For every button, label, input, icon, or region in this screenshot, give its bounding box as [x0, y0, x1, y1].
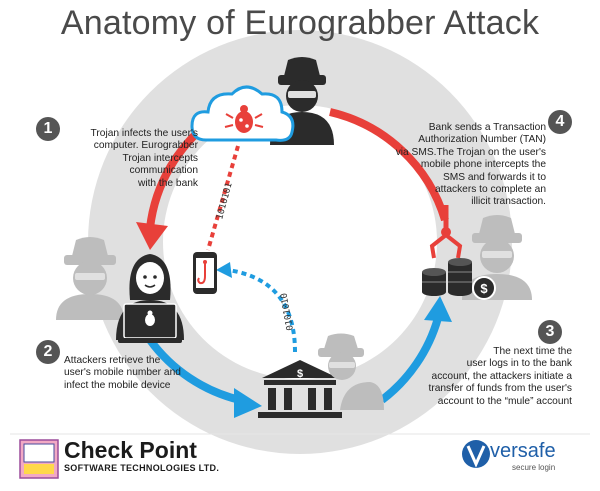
- laptop-icon: [118, 303, 182, 343]
- step-1-line: computer. Eurograbber: [93, 140, 198, 152]
- step-3-line: account to the “mule” account: [437, 395, 572, 407]
- versafe-tagline: secure login: [512, 463, 556, 472]
- step-2-line: user's mobile number and: [64, 367, 181, 379]
- checkpoint-name: Check Point: [64, 437, 197, 463]
- arrow-head-blue-bottom: [234, 388, 262, 418]
- step-4-line: illicit transaction.: [471, 196, 546, 208]
- bug-icon: [224, 105, 264, 133]
- money-stack-icon: [422, 258, 472, 296]
- hook-icon: [197, 260, 207, 285]
- robotic-claw-icon: [429, 205, 463, 259]
- step-3-number: 3: [538, 320, 562, 344]
- arrow-user-to-bank: [146, 337, 241, 404]
- versafe-logo-icon: [462, 440, 490, 468]
- checkpoint-logo-icon: [19, 439, 59, 479]
- arrow-intercept-tan: [329, 108, 449, 222]
- dotted-red-line: [206, 145, 240, 251]
- step-4-line: via SMS.The Trojan on the user's: [395, 146, 546, 158]
- step-2-line: Attackers retrieve the: [64, 355, 161, 366]
- step-4-line: Bank sends a Transaction: [428, 122, 546, 133]
- step-3-line: account, the attackers initiate a: [431, 370, 572, 382]
- arrow-head-blue-right: [424, 296, 452, 322]
- step-3-text: The next time the user logs in to the ba…: [400, 346, 572, 408]
- step-4-text: Bank sends a Transaction Authorization N…: [390, 122, 546, 209]
- step-2-line: infect the mobile device: [64, 379, 171, 391]
- gray-hacker-bank-icon: [318, 333, 384, 410]
- step-4-line: Authorization Number (TAN): [418, 134, 546, 146]
- step-1-text: Trojan infects the user's computer. Euro…: [60, 128, 198, 190]
- step-1-line: Trojan infects the user's: [90, 128, 198, 139]
- step-2-text: Attackers retrieve the user's mobile num…: [64, 355, 181, 392]
- step-1-line: with the bank: [137, 177, 198, 189]
- step-4-number: 4: [548, 110, 572, 134]
- step-4-line: mobile phone intercepts the: [420, 159, 546, 171]
- step-4-line: SMS and forwards it to: [442, 171, 546, 183]
- arrow-head-red-left: [136, 222, 168, 250]
- arrow-bank-to-mule: [379, 316, 442, 404]
- step-3-line: transfer of funds from the user's: [428, 383, 572, 395]
- gray-hacker-left-icon: [56, 237, 124, 320]
- bank-icon: $: [258, 360, 342, 418]
- svg-text:$: $: [480, 281, 488, 296]
- dotted-blue-line: [227, 268, 297, 353]
- step-1-line: communication: [129, 165, 198, 177]
- svg-text:$: $: [297, 368, 303, 380]
- step-2-number: 2: [36, 340, 60, 364]
- step-3-line: user logs in to the bank: [466, 358, 572, 370]
- step-1-line: Trojan intercepts: [122, 152, 199, 164]
- step-3-line: The next time the: [493, 346, 572, 357]
- step-1-number: 1: [36, 117, 60, 141]
- checkpoint-subtitle: SOFTWARE TECHNOLOGIES LTD.: [64, 463, 220, 473]
- dollar-coin-icon: $: [472, 276, 496, 300]
- versafe-name: versafe: [490, 440, 556, 462]
- page-title: Anatomy of Eurograbber Attack: [60, 4, 540, 42]
- arrow-head-dotted-blue: [216, 262, 232, 278]
- step-4-line: attackers to complete an: [435, 184, 546, 196]
